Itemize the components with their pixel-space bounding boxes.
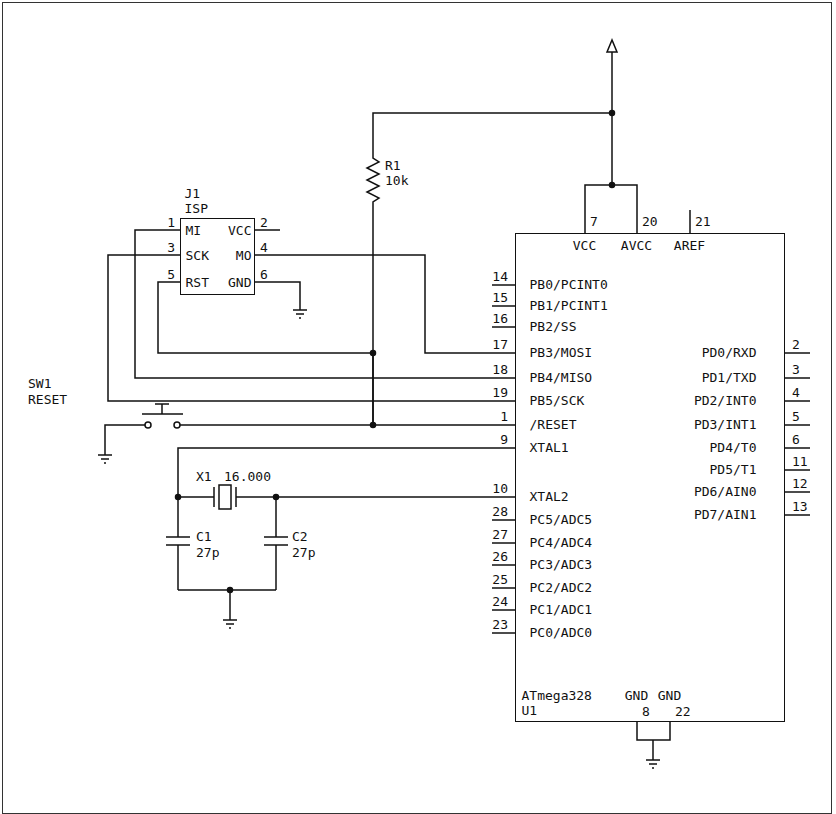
pin-name: PB4/MISO: [530, 370, 593, 385]
part-label: 27p: [292, 545, 315, 560]
ic-chip: VCC AVCC AREF PB0/PCINT0PB1/PCINT1PB2/SS PB3…: [515, 233, 785, 722]
part-label: 16.000: [224, 469, 271, 484]
pin-name: /RESET: [530, 417, 577, 432]
pin-name: PB0/PCINT0: [530, 277, 608, 292]
pin-number: 6: [260, 267, 268, 282]
pin-name: GND: [625, 688, 648, 703]
wire: [135, 230, 515, 378]
pin-number: 11: [792, 454, 808, 469]
pin-number: 19: [492, 385, 508, 400]
pin-name: RST: [186, 275, 209, 290]
pin-name: PB5/SCK: [530, 393, 585, 408]
part-label: C1: [196, 529, 212, 544]
part-label: 27p: [196, 545, 219, 560]
pin-name: PC2/ADC2: [530, 580, 593, 595]
wire: [108, 255, 515, 401]
part-name: ISP: [185, 201, 208, 216]
pin-number: 16: [492, 311, 508, 326]
pin-number: 7: [590, 214, 598, 229]
pin-number: 17: [492, 337, 508, 352]
pin-name: PD7/AIN1: [694, 507, 757, 522]
pin-number: 2: [792, 337, 800, 352]
pin-number: 2: [260, 215, 268, 230]
part-name: U1: [522, 703, 538, 718]
supply-arrow: [607, 40, 617, 52]
pin-name: XTAL1: [530, 440, 569, 455]
part-label: C2: [292, 529, 308, 544]
pin-name: GND: [228, 275, 251, 290]
pin-number: 5: [792, 409, 800, 424]
pin-name: PD0/RXD: [702, 345, 757, 360]
pin-name: PC1/ADC1: [530, 602, 593, 617]
wire: [255, 255, 515, 353]
capacitor-symbol: [166, 497, 288, 620]
part-name: ATmega328: [522, 688, 592, 703]
pin-name: PD3/INT1: [694, 417, 757, 432]
pin-name: AREF: [674, 238, 705, 253]
pin-number: 22: [675, 704, 691, 719]
pin-name: PC0/ADC0: [530, 625, 593, 640]
pin-name: PC3/ADC3: [530, 557, 593, 572]
pin-number: 3: [792, 362, 800, 377]
part-label: R1: [385, 158, 401, 173]
pin-name: PD6/AIN0: [694, 484, 757, 499]
pin-number: 14: [492, 269, 508, 284]
connector-header: J1ISPMIVCCSCKMORSTGND: [180, 218, 255, 295]
pin-number: 21: [695, 214, 711, 229]
pin-name: SCK: [186, 248, 209, 263]
pin-number: 8: [642, 704, 650, 719]
pin-number: 13: [792, 499, 808, 514]
pin-name: PB2/SS: [530, 319, 577, 334]
pin-name: MO: [236, 248, 252, 263]
pin-name: PD2/INT0: [694, 393, 757, 408]
pin-number: 26: [492, 549, 508, 564]
pin-number: 1: [167, 215, 175, 230]
part-label: 10k: [385, 173, 408, 188]
pin-number: 1: [500, 409, 508, 424]
part-label: X1: [196, 469, 212, 484]
pin-name: AVCC: [621, 238, 652, 253]
pin-name: PC5/ADC5: [530, 512, 593, 527]
pin-name: PD5/T1: [710, 462, 757, 477]
pin-name: PB1/PCINT1: [530, 298, 608, 313]
pin-name: VCC: [573, 238, 596, 253]
pin-number: 6: [792, 432, 800, 447]
pin-number: 25: [492, 572, 508, 587]
pin-number: 12: [792, 476, 808, 491]
pin-number: 18: [492, 362, 508, 377]
pin-number: 28: [492, 504, 508, 519]
part-name: J1: [185, 186, 201, 201]
pin-name: MI: [186, 223, 202, 238]
pin-name: PC4/ADC4: [530, 535, 593, 550]
crystal-symbol: [219, 485, 231, 509]
pin-number: 20: [642, 214, 658, 229]
pin-name: PB3/MOSI: [530, 345, 593, 360]
pin-name: GND: [658, 688, 681, 703]
pin-name: VCC: [228, 223, 251, 238]
pin-number: 27: [492, 527, 508, 542]
pin-number: 4: [792, 385, 800, 400]
pin-name: XTAL2: [530, 489, 569, 504]
part-label: RESET: [28, 392, 67, 407]
pin-number: 5: [167, 267, 175, 282]
pin-number: 3: [167, 240, 175, 255]
wire: [158, 282, 515, 425]
pin-number: 4: [260, 240, 268, 255]
pin-number: 23: [492, 617, 508, 632]
part-label: SW1: [28, 376, 51, 391]
pin-name: PD4/T0: [710, 440, 757, 455]
pin-number: 24: [492, 594, 508, 609]
pin-number: 10: [492, 481, 508, 496]
pin-number: 9: [500, 432, 508, 447]
pin-number: 15: [492, 290, 508, 305]
pin-leads: [492, 285, 810, 760]
pin-name: PD1/TXD: [702, 370, 757, 385]
